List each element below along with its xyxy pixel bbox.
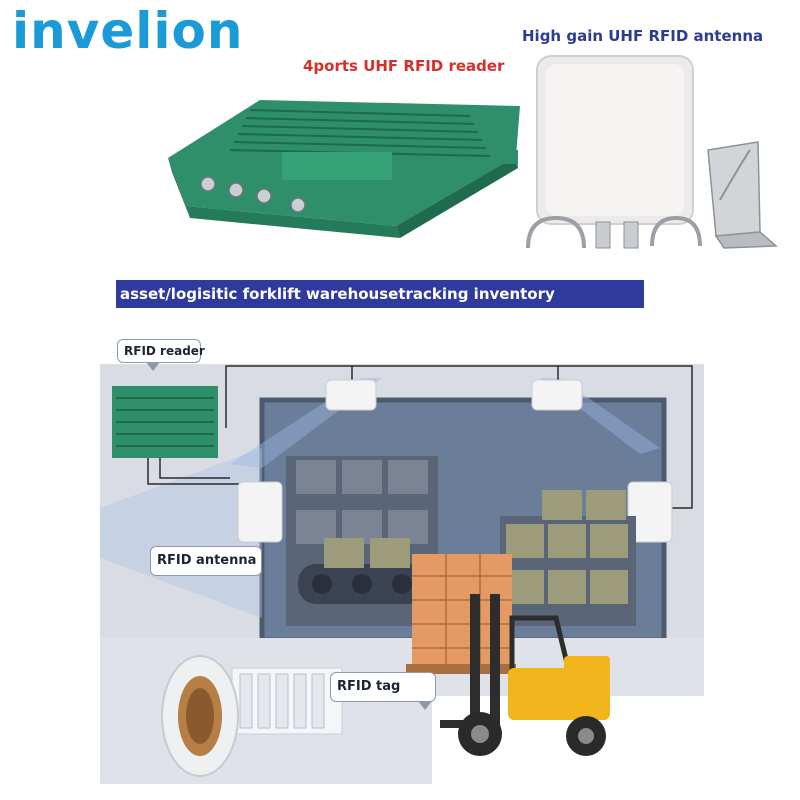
brand-logo: invelion	[12, 2, 244, 60]
storage-shelf-right	[500, 490, 636, 626]
antenna-product-caption: High gain UHF RFID antenna	[522, 27, 764, 45]
conveyor	[298, 538, 428, 604]
u-bolt-icon	[526, 215, 702, 249]
application-banner: asset/logisitic forklift warehousetracki…	[116, 280, 644, 308]
reader-product-caption: 4ports UHF RFID reader	[303, 57, 505, 75]
wall-antenna-icon	[237, 481, 283, 543]
product-illustrations	[168, 55, 778, 249]
callout-rfid-antenna: RFID antenna	[150, 546, 262, 576]
forklift-icon	[440, 594, 610, 756]
ceiling-antenna-icon	[325, 379, 377, 411]
wall-antenna-icon	[627, 481, 673, 543]
callout-rfid-reader: RFID reader	[117, 339, 205, 363]
callout-rfid-tag: RFID tag	[330, 672, 436, 702]
rfid-tag-roll-icon	[161, 655, 343, 777]
warehouse-scene	[100, 364, 704, 784]
rfid-antenna-panel-icon	[536, 55, 694, 225]
mounting-bracket-icon	[707, 141, 778, 249]
rfid-reader-device-icon	[168, 100, 520, 238]
ceiling-antenna-icon	[531, 379, 583, 411]
callout-tail	[146, 362, 160, 371]
callout-tail	[418, 701, 432, 710]
rfid-reader-small-icon	[112, 386, 218, 458]
clamp-plate-icon	[595, 221, 639, 249]
